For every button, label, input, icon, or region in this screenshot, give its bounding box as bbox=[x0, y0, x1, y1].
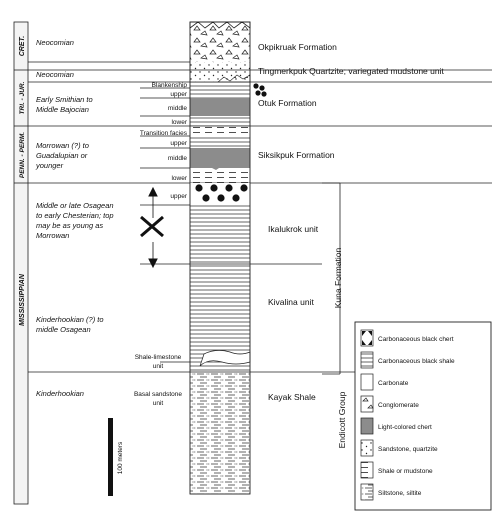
scale-bar-label: 100 meters bbox=[117, 441, 124, 474]
age-label: Neocomian bbox=[36, 38, 74, 47]
conglomerate-swatch-icon bbox=[362, 397, 374, 409]
age-label: Morrowan (?) to bbox=[36, 141, 89, 150]
age-label: Kinderhookian (?) to bbox=[36, 315, 104, 324]
legend-label: Light-colored chert bbox=[378, 424, 432, 431]
legend bbox=[354, 321, 492, 511]
age-label: Neocomian bbox=[36, 70, 74, 79]
legend-label: Shale or mudstone bbox=[378, 468, 433, 475]
local-unit-label: unit bbox=[153, 363, 164, 370]
formation-label: Tingmerkpuk Quartzite; variegated mudsto… bbox=[258, 66, 444, 76]
age-label: Early Smithian to bbox=[36, 95, 93, 104]
period-label-cretaceous: CRET. bbox=[19, 36, 26, 57]
formation-label: Kivalina unit bbox=[268, 297, 314, 307]
legend-label: Carbonaceous black shale bbox=[378, 358, 455, 365]
lithology-column bbox=[189, 21, 267, 495]
period-label-penn-perm: PENN. - PERM. bbox=[19, 132, 26, 178]
legend-label: Sandstone, quartzite bbox=[378, 446, 438, 453]
group-label-endicott: Endicott Group bbox=[337, 391, 347, 448]
subunit-label: lower bbox=[171, 119, 187, 126]
age-label: middle Osagean bbox=[36, 325, 91, 334]
formation-label: Siksikpuk Formation bbox=[258, 150, 335, 160]
legend-swatch bbox=[360, 329, 374, 347]
legend-swatch bbox=[360, 461, 374, 479]
subunit-label: upper bbox=[170, 193, 187, 200]
legend-swatch bbox=[360, 417, 374, 435]
formation-label: Okpikruak Formation bbox=[258, 42, 337, 52]
age-label: Guadalupian or bbox=[36, 151, 88, 160]
legend-swatch bbox=[360, 395, 374, 413]
formation-label: Kayak Shale bbox=[268, 392, 316, 402]
subunit-label: Blankenship bbox=[152, 82, 188, 89]
mine-symbol bbox=[140, 186, 164, 269]
period-label-mississippian: MISSISSIPPIAN bbox=[19, 273, 26, 326]
legend-label: Siltstone, siltite bbox=[378, 490, 422, 497]
chert-swatch-icon bbox=[362, 331, 372, 345]
local-unit-label: Shale-limestone bbox=[135, 354, 182, 361]
age-label: Middle Bajocian bbox=[36, 105, 89, 114]
legend-swatch bbox=[360, 351, 374, 369]
local-unit-label: Basal sandstone bbox=[134, 391, 182, 398]
period-label-triassic-jurassic: TRI. - JUR. bbox=[19, 81, 26, 114]
subunit-label: upper bbox=[170, 140, 187, 147]
age-label: to early Chesterian; top bbox=[36, 211, 114, 220]
age-label: Morrowan bbox=[36, 231, 69, 240]
subunit-label: middle bbox=[168, 105, 188, 112]
legend-swatch bbox=[360, 483, 374, 501]
subunit-label: upper bbox=[170, 91, 187, 98]
legend-label: Carbonaceous black chert bbox=[378, 336, 454, 343]
formation-label: Otuk Formation bbox=[258, 98, 317, 108]
age-label: may be as young as bbox=[36, 221, 103, 230]
legend-label: Carbonate bbox=[378, 380, 409, 387]
subunit-label: middle bbox=[168, 155, 188, 162]
legend-swatch bbox=[360, 373, 374, 391]
group-label-kuna: Kuna Formation bbox=[333, 247, 343, 308]
boundary-lines bbox=[28, 61, 492, 373]
legend-label: Conglomerate bbox=[378, 402, 419, 409]
subunit-label: lower bbox=[171, 175, 187, 182]
age-label: Middle or late Osagean bbox=[36, 201, 114, 210]
local-unit-label: unit bbox=[153, 400, 164, 407]
group-brackets bbox=[322, 182, 341, 375]
scale-bar bbox=[108, 418, 113, 496]
age-label: Kinderhookian bbox=[36, 389, 84, 398]
period-column bbox=[13, 21, 29, 505]
formation-label: Ikalukrok unit bbox=[268, 224, 319, 234]
subunit-label: Transition facies bbox=[140, 130, 188, 137]
age-label: younger bbox=[35, 161, 64, 170]
legend-swatch bbox=[360, 439, 374, 457]
